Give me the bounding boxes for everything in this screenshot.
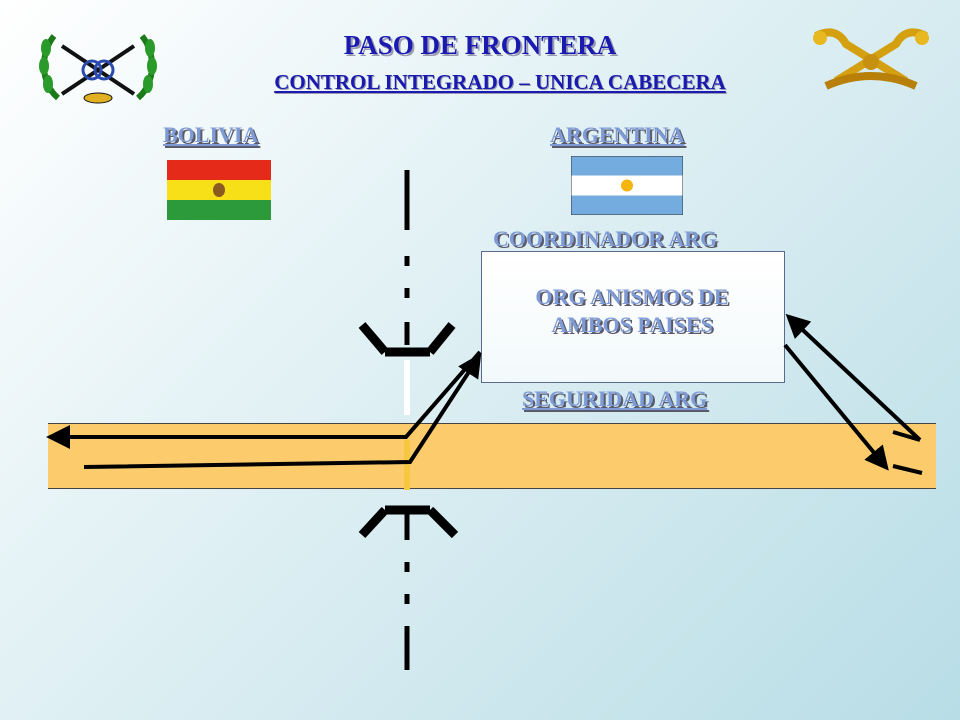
upper-barrier [358,322,456,357]
agencies-label: ORG ANISMOS DE AMBOS PAISES [481,283,783,339]
bolivia-flag-icon [167,160,271,220]
agencies-label-line2: AMBOS PAISES [551,312,713,337]
security-label: SEGURIDAD ARG [522,386,708,411]
tail-arrow-upper [892,430,921,442]
return-arrow-upper [785,313,922,442]
traffic-arrows [46,313,923,475]
agencies-label-line1: ORG ANISMOS DE [535,284,729,309]
entry-arrow-right [83,352,482,469]
crossed-sabers-gold-emblem-icon [813,28,929,90]
argentina-flag-icon [571,156,683,215]
road-strip [48,423,936,489]
tail-arrow-lower [892,464,923,475]
return-arrow-lower [783,343,889,471]
agencies-box [481,251,785,383]
coordinator-label: COORDINADOR ARG [493,226,718,251]
exit-arrow-left [46,350,482,449]
page-subtitle: CONTROL INTEGRADO – UNICA CABECERA [274,70,726,94]
page-title: PASO DE FRONTERA [343,30,617,60]
lower-barrier [358,505,459,539]
crossed-sabers-laurel-emblem-icon [39,34,157,104]
country-label-argentina: ARGENTINA [550,122,685,147]
country-label-bolivia: BOLIVIA [163,122,259,147]
